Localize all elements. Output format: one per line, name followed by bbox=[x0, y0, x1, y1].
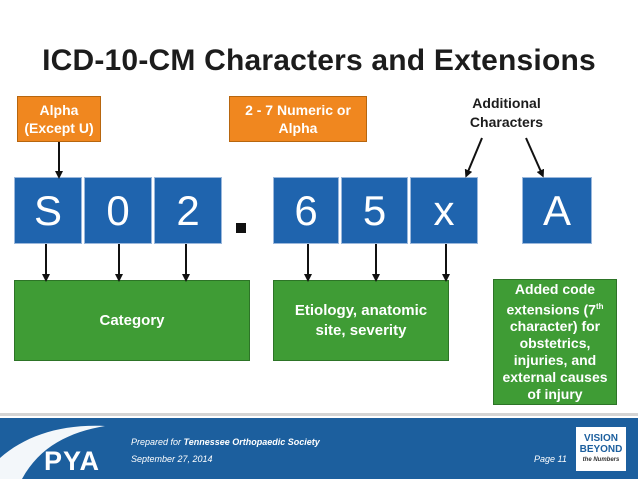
prepared-for-text: Prepared for Tennessee Orthopaedic Socie… bbox=[131, 437, 320, 447]
ext-line4: obstetrics, bbox=[519, 335, 591, 352]
page-number: Page 11 bbox=[534, 454, 567, 464]
decimal-point bbox=[236, 223, 246, 233]
char-box-4: 6 bbox=[273, 177, 339, 244]
ext-line1: Added code bbox=[514, 280, 596, 297]
arrow-addl-to-x bbox=[464, 137, 483, 178]
pya-logo: PYA bbox=[44, 446, 101, 476]
category-box: Category bbox=[14, 280, 250, 361]
ext-line3: character) for bbox=[509, 318, 601, 335]
numeric-label-box: 2 - 7 Numeric or Alpha bbox=[229, 96, 367, 142]
additional-characters-label: Additional Characters bbox=[454, 94, 559, 132]
additional-line1: Additional bbox=[472, 95, 541, 111]
etiology-line1: Etiology, anatomic bbox=[294, 301, 428, 319]
slide-title: ICD-10-CM Characters and Extensions bbox=[42, 44, 596, 77]
arrow-addl-to-a bbox=[525, 137, 545, 178]
alpha-label-box: Alpha (Except U) bbox=[17, 96, 101, 142]
alpha-label-line2: (Except U) bbox=[24, 120, 94, 136]
ext-line6: external causes bbox=[502, 369, 608, 386]
ext-line2: extensions (7 bbox=[506, 301, 596, 318]
etiology-box: Etiology, anatomic site, severity bbox=[273, 280, 449, 361]
ext-superscript: th bbox=[595, 301, 604, 311]
char-box-6: x bbox=[410, 177, 478, 244]
badge-line1: VISION bbox=[584, 432, 618, 444]
footer-bar bbox=[0, 418, 638, 479]
ext-line7: of injury bbox=[527, 386, 583, 403]
char-box-2: 0 bbox=[84, 177, 152, 244]
pya-swoosh-icon bbox=[0, 425, 105, 479]
vision-beyond-badge: VISION BEYOND the Numbers bbox=[574, 425, 628, 473]
badge-tag: the Numbers bbox=[582, 456, 620, 463]
prepared-prefix: Prepared for bbox=[131, 437, 184, 447]
char-box-1: S bbox=[14, 177, 82, 244]
additional-line2: Characters bbox=[469, 114, 544, 130]
char-box-5: 5 bbox=[341, 177, 408, 244]
alpha-label-line1: Alpha bbox=[39, 102, 79, 118]
prepared-org: Tennessee Orthopaedic Society bbox=[183, 437, 320, 447]
numeric-label-line2: Alpha bbox=[278, 120, 318, 136]
ext-line5: injuries, and bbox=[513, 352, 597, 369]
extension-box: Added code extensions (7th character) fo… bbox=[493, 279, 617, 405]
numeric-label-line1: 2 - 7 Numeric or bbox=[245, 102, 351, 118]
etiology-line2: site, severity bbox=[315, 321, 407, 339]
char-box-7: A bbox=[522, 177, 592, 244]
footer-divider bbox=[0, 413, 638, 416]
char-box-3: 2 bbox=[154, 177, 222, 244]
badge-line2: BEYOND bbox=[579, 443, 623, 455]
footer-date: September 27, 2014 bbox=[131, 454, 213, 464]
